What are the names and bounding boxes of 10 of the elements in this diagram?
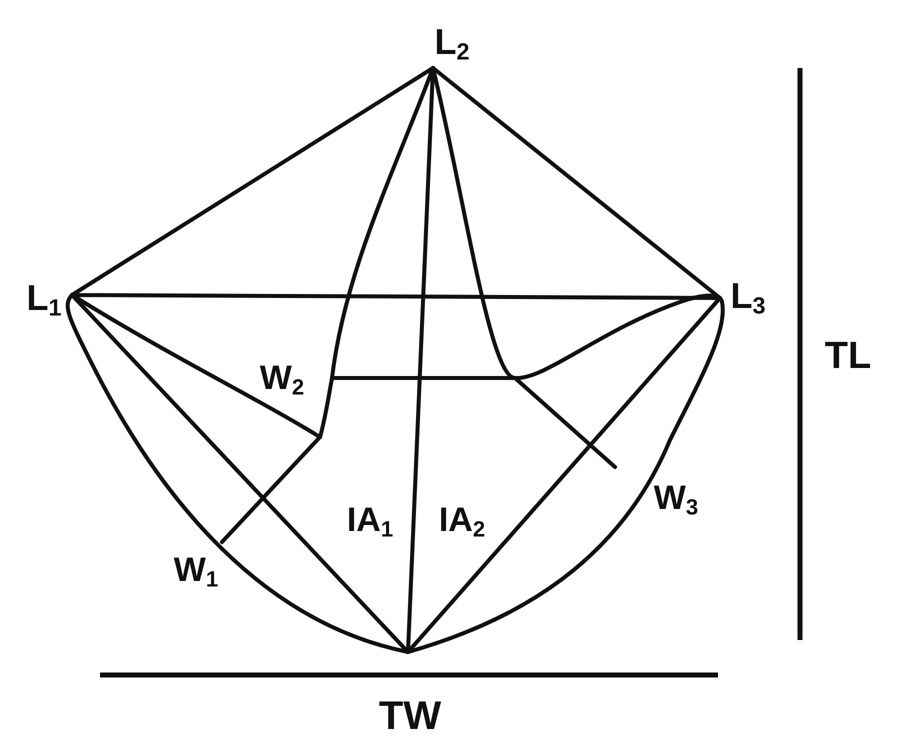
measurement-label: IA$_{1}$ [346,503,394,541]
measurement-label: TL [824,337,872,375]
measurement-label: W$_{3}$ [654,481,698,519]
measurement-label: TW [378,696,442,736]
measurement-label: W$_{1}$ [174,553,218,591]
measurement-label: W$_{2}$ [260,361,304,399]
measurement-label: L$_{1}$ [26,280,62,320]
measurement-label: IA$_{2}$ [438,503,486,541]
measurement-label: L$_{2}$ [434,24,470,64]
measurement-label: L$_{3}$ [730,278,766,318]
